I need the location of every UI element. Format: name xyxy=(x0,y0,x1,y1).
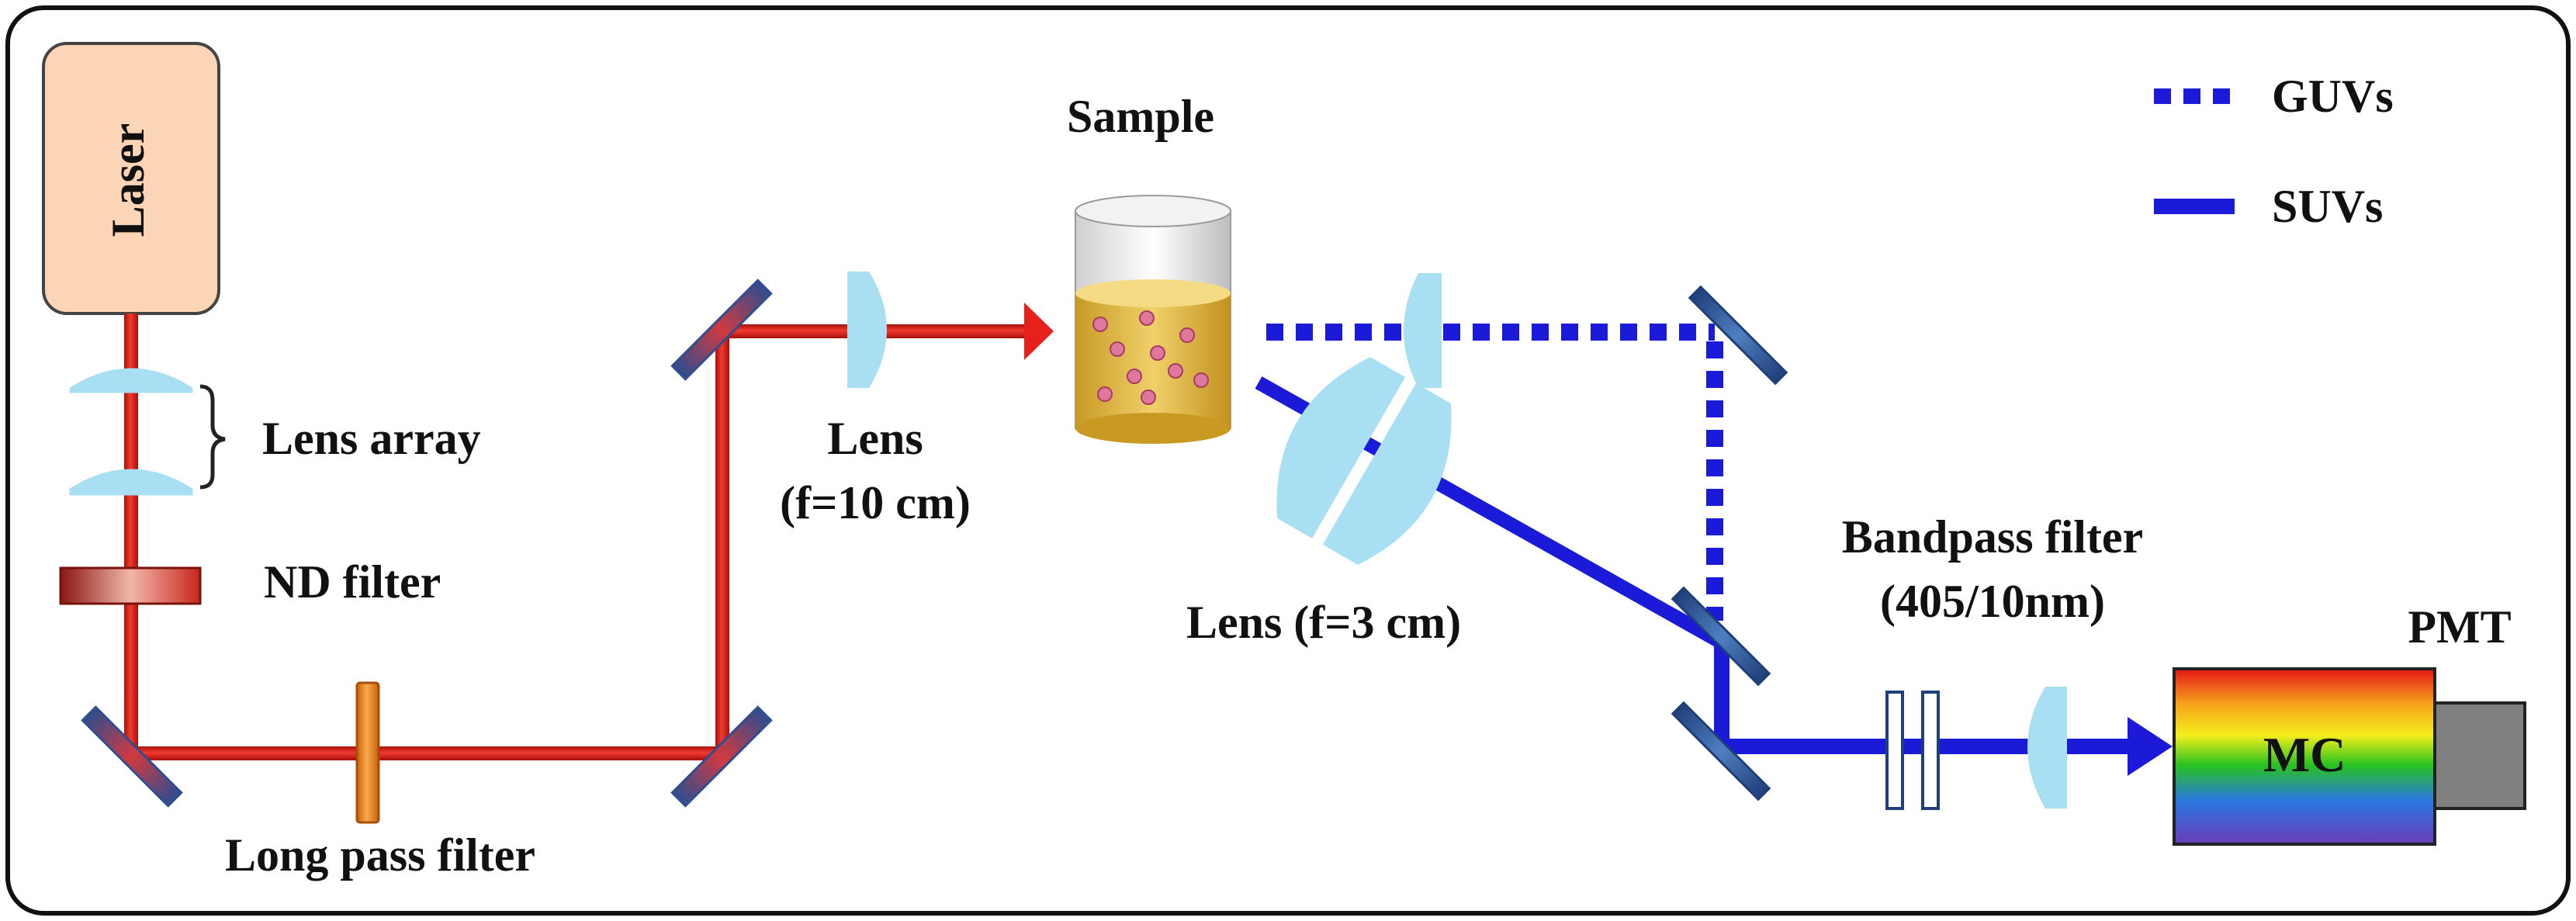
lens-3cm-right-half-icon xyxy=(1322,383,1452,565)
bandpass-filter-label-line2: (405/10nm) xyxy=(1880,576,2105,627)
legend-guv-label: GUVs xyxy=(2272,71,2394,122)
detector: MC PMT xyxy=(2173,601,2526,846)
nd-filter: ND filter xyxy=(59,556,441,608)
lens-10cm-icon xyxy=(847,272,887,388)
pmt-label: PMT xyxy=(2408,601,2511,653)
suv-beam-arrowhead xyxy=(2128,717,2173,776)
sample-liquid-surface xyxy=(1075,279,1231,307)
lens-array-top-icon xyxy=(69,368,193,393)
lens-3cm-left-half-icon xyxy=(1276,357,1406,538)
mirror-guv-corner xyxy=(1688,285,1788,386)
mirror-suv-bottom xyxy=(1671,701,1771,802)
lens-3cm: Lens (f=3 cm) xyxy=(1186,357,1461,648)
bandpass-filter-label-line1: Bandpass filter xyxy=(1842,511,2143,563)
sample: Sample xyxy=(1067,91,1231,444)
legend-suv-label: SUVs xyxy=(2272,181,2383,232)
lens-10cm: Lens (f=10 cm) xyxy=(780,272,971,528)
red-beam-arrowhead xyxy=(1024,303,1054,360)
lens-guv-icon xyxy=(1404,273,1442,388)
lens-3cm-label: Lens (f=3 cm) xyxy=(1186,597,1461,648)
nd-filter-label: ND filter xyxy=(264,556,441,608)
red-beam-segment-bottom xyxy=(124,746,729,760)
laser-label: Laser xyxy=(102,123,154,237)
sample-glass-top xyxy=(1075,195,1231,227)
bandpass-filter-plate-2-icon xyxy=(1921,691,1940,810)
lens-10cm-label-line2: (f=10 cm) xyxy=(780,477,971,528)
long-pass-filter-label: Long pass filter xyxy=(225,829,535,881)
lens-10cm-label-line1: Lens xyxy=(827,413,923,464)
lens-array-bottom-icon xyxy=(69,469,193,496)
mirror-bottom-left xyxy=(81,705,183,808)
sample-bottom xyxy=(1075,413,1231,444)
lens-detector-icon xyxy=(2027,687,2067,808)
nd-filter-icon xyxy=(59,566,202,605)
red-beam-segment-vertical-left xyxy=(124,313,138,760)
guv-beam xyxy=(1266,324,1723,621)
laser: Laser xyxy=(42,42,220,315)
long-pass-filter: Long pass filter xyxy=(225,681,535,881)
bandpass-filter: Bandpass filter (405/10nm) xyxy=(1842,511,2143,810)
mirror-top-left xyxy=(670,279,773,381)
long-pass-filter-icon xyxy=(355,681,380,824)
mirror-suv-corner xyxy=(1671,586,1771,687)
sample-label: Sample xyxy=(1067,91,1214,142)
lens-array-brace-icon xyxy=(199,384,226,490)
suv-beam-vertical xyxy=(1714,635,1729,753)
mc-box xyxy=(2173,667,2436,846)
mirror-bottom-right xyxy=(670,705,773,808)
mc-label: MC xyxy=(2263,727,2346,782)
lens-array-label: Lens array xyxy=(262,413,481,464)
lens-array: Lens array xyxy=(69,368,481,496)
red-beam-segment-vertical-right xyxy=(715,329,729,760)
legend: GUVs SUVs xyxy=(2154,71,2394,232)
sample-particles xyxy=(1092,310,1209,405)
bandpass-filter-plate-1-icon xyxy=(1885,691,1904,810)
pmt-box xyxy=(2433,701,2526,810)
